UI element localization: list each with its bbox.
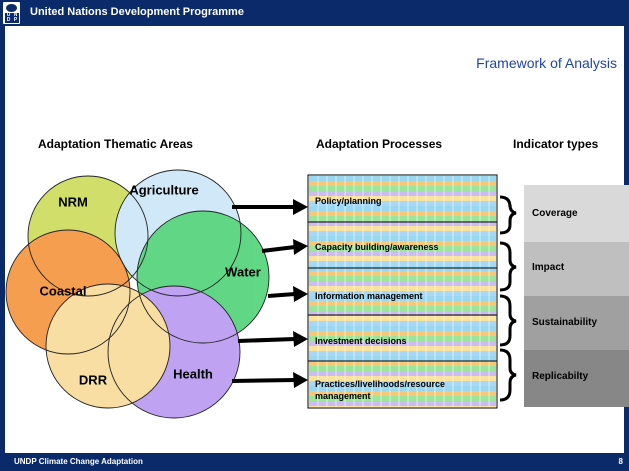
table-stripe xyxy=(309,316,496,321)
table-stripe xyxy=(309,301,496,306)
table-stripe xyxy=(309,251,496,256)
circle-label-agriculture: Agriculture xyxy=(129,182,199,198)
table-stripe xyxy=(309,311,496,316)
table-stripe xyxy=(309,286,496,291)
table-stripe xyxy=(309,276,496,281)
indicator-label: Replicabilty xyxy=(532,371,589,382)
circle-label-coastal: Coastal xyxy=(39,283,87,299)
indicator-label: Impact xyxy=(532,262,565,273)
footer-text: UNDP Climate Change Adaptation xyxy=(14,457,143,466)
indicator-sustainability: Sustainability xyxy=(524,296,629,353)
indicator-label: Coverage xyxy=(532,208,578,219)
globe-icon xyxy=(6,4,17,12)
table-stripe xyxy=(309,241,496,246)
footer-bar xyxy=(0,453,629,471)
circle-label-health: Health xyxy=(173,366,213,382)
arrow-head-icon xyxy=(293,372,308,388)
process-practices-livelihoods: Practices/livelihoods/resource managemen… xyxy=(315,379,446,401)
table-stripe xyxy=(309,181,496,186)
table-stripe xyxy=(309,211,496,216)
arrow-head-icon xyxy=(293,239,308,255)
table-stripe xyxy=(309,256,496,261)
table-stripe xyxy=(309,376,496,381)
indicator-brackets xyxy=(499,195,517,402)
processes-heading: Adaptation Processes xyxy=(316,137,443,151)
table-stripe xyxy=(309,236,496,241)
process-policy-planning: Policy/planning xyxy=(315,196,382,206)
table-stripe xyxy=(309,326,496,331)
thematic-circles xyxy=(6,170,269,418)
table-stripe xyxy=(309,306,496,311)
indicator-label: Sustainability xyxy=(532,317,598,328)
indicator-replicability: Replicabilty xyxy=(524,350,629,407)
table-stripe xyxy=(309,396,496,401)
table-stripe xyxy=(309,341,496,346)
table-stripe xyxy=(309,346,496,351)
indicator-coverage: Coverage xyxy=(524,185,629,242)
org-name: United Nations Development Programme xyxy=(30,6,244,18)
circle-label-water: Water xyxy=(225,264,261,280)
table-stripe xyxy=(309,176,496,181)
process-arrows xyxy=(231,199,308,388)
indicator-types-heading: Indicator types xyxy=(513,137,599,151)
table-stripe xyxy=(309,216,496,221)
circle-outlines xyxy=(5,169,270,419)
slide-title: Framework of Analysis xyxy=(476,55,617,71)
page-number: 8 xyxy=(618,457,623,466)
table-stripe xyxy=(309,221,496,226)
table-stripe xyxy=(309,381,496,386)
logo-letter: P xyxy=(12,17,19,23)
circle-label-nrm: NRM xyxy=(58,194,88,210)
table-stripe xyxy=(309,401,496,406)
table-stripe xyxy=(309,231,496,236)
table-stripe xyxy=(309,296,496,301)
process-information-management: Information management xyxy=(315,291,423,301)
circle-label-drr: DRR xyxy=(78,372,108,388)
thematic-areas-heading: Adaptation Thematic Areas xyxy=(38,137,193,151)
table-stripe xyxy=(309,366,496,371)
table-stripe xyxy=(309,321,496,326)
process-table xyxy=(307,174,498,409)
logo-letter: N xyxy=(12,12,19,18)
table-stripe xyxy=(309,191,496,196)
table-stripe xyxy=(309,406,496,407)
table-stripe xyxy=(309,206,496,211)
table-stripe xyxy=(309,331,496,336)
logo-letter: D xyxy=(5,17,12,23)
arrow-head-icon xyxy=(293,199,308,215)
table-stripe xyxy=(309,391,496,396)
table-stripe xyxy=(309,281,496,286)
logo-letter: U xyxy=(5,12,12,18)
table-stripe xyxy=(309,356,496,361)
header-bar: U N D P United Nations Development Progr… xyxy=(0,0,629,26)
indicator-impact: Impact xyxy=(524,242,629,299)
table-stripe xyxy=(309,261,496,266)
process-capacity-building: Capacity building/awareness xyxy=(315,242,439,252)
table-stripe xyxy=(309,246,496,251)
table-stripe xyxy=(309,386,496,391)
table-stripe xyxy=(309,196,496,201)
undp-logo: U N D P xyxy=(3,2,20,24)
table-stripe xyxy=(309,351,496,356)
arrow-head-icon xyxy=(293,286,308,302)
table-stripe xyxy=(309,291,496,296)
table-stripe xyxy=(309,201,496,206)
table-stripe xyxy=(309,361,496,366)
table-stripe xyxy=(309,271,496,276)
arrow-head-icon xyxy=(293,331,308,347)
frame-left xyxy=(0,26,5,453)
table-stripe xyxy=(309,226,496,231)
table-stripe xyxy=(309,371,496,376)
table-stripe xyxy=(309,336,496,341)
process-investment-decisions: Investment decisions xyxy=(315,336,407,346)
table-stripe xyxy=(309,186,496,191)
